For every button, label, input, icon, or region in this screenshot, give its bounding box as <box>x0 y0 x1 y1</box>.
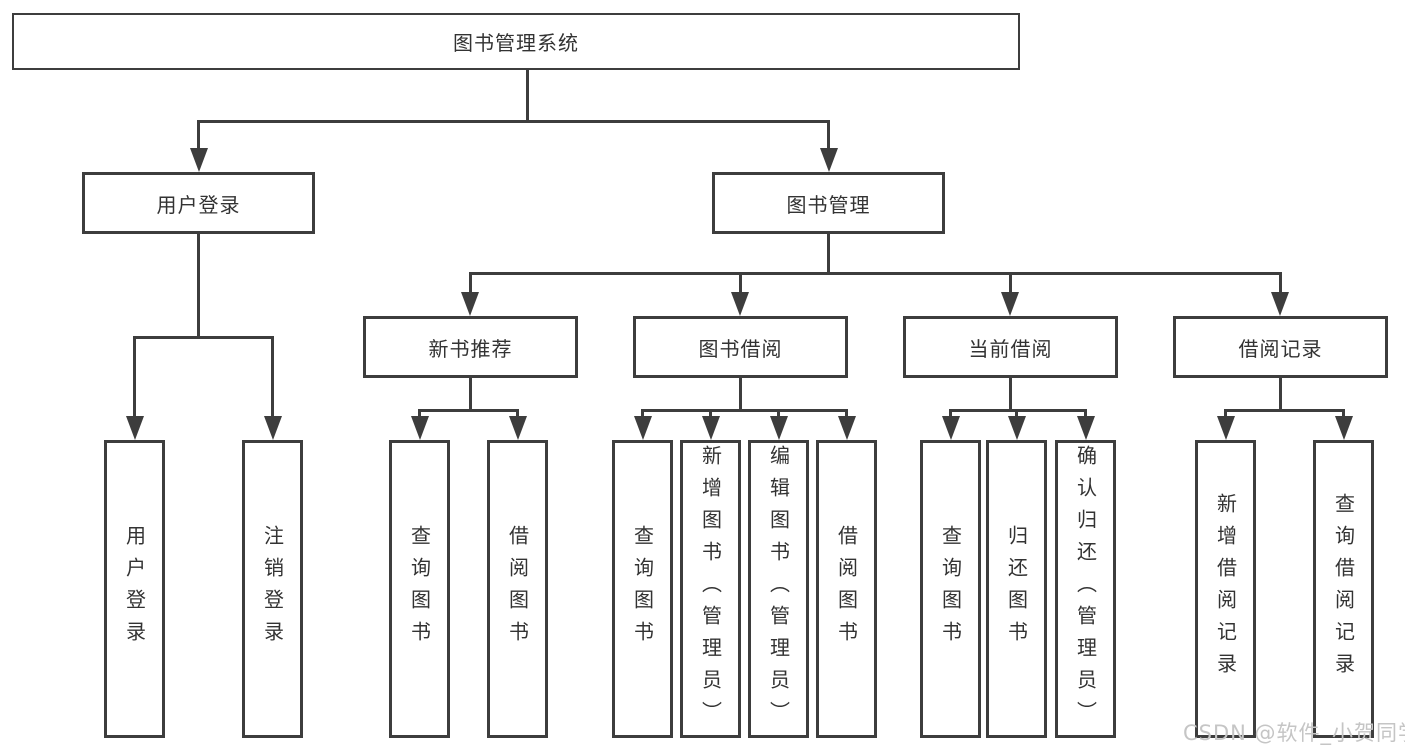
arrow-down-icon <box>702 416 720 440</box>
arrow-down-icon <box>838 416 856 440</box>
leaf-user-login: 用户登录 <box>104 440 165 738</box>
connector-stem-borrow <box>739 272 742 292</box>
arrow-down-icon <box>1008 416 1026 440</box>
connector-record-drop <box>1279 378 1282 409</box>
connector-stem-book-management <box>827 120 830 150</box>
arrow-down-icon <box>942 416 960 440</box>
arrow-down-icon <box>461 292 479 316</box>
leaf-return-book: 归还图书 <box>986 440 1047 738</box>
arrow-down-icon <box>509 416 527 440</box>
connector-leaf-stem <box>777 409 780 418</box>
connector-leaf-stem <box>1084 409 1087 418</box>
leaf-query-borrow-record: 查询借阅记录 <box>1313 440 1374 738</box>
leaf-user-login-label: 用户登录 <box>122 525 147 653</box>
connector-recommend-drop <box>469 378 472 409</box>
connector-stem-leaf-logout <box>271 336 274 416</box>
connector-leaf-stem <box>709 409 712 418</box>
leaf-confirm-return-admin-label: 确认归还（管理员） <box>1073 445 1098 733</box>
connector-stem-record <box>1279 272 1282 292</box>
connector-leaf-stem <box>949 409 952 418</box>
arrow-down-icon <box>1001 292 1019 316</box>
arrow-down-icon <box>770 416 788 440</box>
leaf-add-book-admin: 新增图书（管理员） <box>680 440 741 738</box>
node-book-management: 图书管理 <box>712 172 945 234</box>
leaf-recommend-borrow-book: 借阅图书 <box>487 440 548 738</box>
connector-leaf-stem <box>845 409 848 418</box>
connector-level2-bar <box>197 120 830 123</box>
arrow-down-icon <box>1335 416 1353 440</box>
connector-stem-current <box>1009 272 1012 292</box>
connector-record-bar <box>1224 409 1345 412</box>
leaf-logout-label: 注销登录 <box>260 525 285 653</box>
connector-leaf-stem <box>641 409 644 418</box>
arrow-down-icon <box>411 416 429 440</box>
connector-stem-recommend <box>469 272 472 292</box>
connector-leaf-stem <box>1342 409 1345 418</box>
node-root-label: 图书管理系统 <box>453 31 579 55</box>
connector-current-drop <box>1009 378 1012 409</box>
connector-stem-leaf-user-login <box>133 336 136 416</box>
connector-leaf-stem <box>1224 409 1227 418</box>
connector-borrow-drop <box>739 378 742 409</box>
leaf-add-borrow-record: 新增借阅记录 <box>1195 440 1256 738</box>
connector-level3-bar <box>469 272 1282 275</box>
connector-book-management-drop <box>827 234 830 272</box>
arrow-down-icon <box>634 416 652 440</box>
leaf-add-borrow-record-label: 新增借阅记录 <box>1213 493 1238 685</box>
arrow-down-icon <box>731 292 749 316</box>
node-new-book-recommend: 新书推荐 <box>363 316 578 378</box>
connector-recommend-bar <box>418 409 519 412</box>
leaf-confirm-return-admin: 确认归还（管理员） <box>1055 440 1116 738</box>
leaf-borrow-query-book-label: 查询图书 <box>630 525 655 653</box>
connector-leaf-stem <box>516 409 519 418</box>
node-borrow-record-label: 借阅记录 <box>1238 336 1323 361</box>
leaf-query-borrow-record-label: 查询借阅记录 <box>1331 493 1356 685</box>
leaf-logout: 注销登录 <box>242 440 303 738</box>
leaf-current-query-book: 查询图书 <box>920 440 981 738</box>
connector-leaf-stem <box>418 409 421 418</box>
arrow-down-icon <box>264 416 282 440</box>
arrow-down-icon <box>190 148 208 172</box>
leaf-borrow-book-label: 借阅图书 <box>834 525 859 653</box>
leaf-recommend-query-book-label: 查询图书 <box>407 525 432 653</box>
leaf-return-book-label: 归还图书 <box>1004 525 1029 653</box>
connector-current-bar <box>949 409 1087 412</box>
connector-borrow-bar <box>641 409 848 412</box>
node-book-management-label: 图书管理 <box>786 192 871 217</box>
node-new-book-recommend-label: 新书推荐 <box>428 336 513 361</box>
csdn-watermark: CSDN @软件_小贺同学 <box>1183 721 1405 745</box>
arrow-down-icon <box>1217 416 1235 440</box>
connector-leaf-stem <box>1015 409 1018 418</box>
node-borrow-record: 借阅记录 <box>1173 316 1388 378</box>
node-user-login: 用户登录 <box>82 172 315 234</box>
arrow-down-icon <box>820 148 838 172</box>
leaf-borrow-book: 借阅图书 <box>816 440 877 738</box>
node-book-borrow: 图书借阅 <box>633 316 848 378</box>
node-current-borrow: 当前借阅 <box>903 316 1118 378</box>
arrow-down-icon <box>1077 416 1095 440</box>
connector-user-login-bar <box>133 336 274 339</box>
leaf-borrow-query-book: 查询图书 <box>612 440 673 738</box>
connector-user-login-drop <box>197 234 200 336</box>
leaf-add-book-admin-label: 新增图书（管理员） <box>698 445 723 733</box>
leaf-recommend-borrow-book-label: 借阅图书 <box>505 525 530 653</box>
node-current-borrow-label: 当前借阅 <box>968 336 1053 361</box>
node-root: 图书管理系统 <box>12 13 1020 70</box>
leaf-current-query-book-label: 查询图书 <box>938 525 963 653</box>
leaf-recommend-query-book: 查询图书 <box>389 440 450 738</box>
arrow-down-icon <box>1271 292 1289 316</box>
leaf-edit-book-admin: 编辑图书（管理员） <box>748 440 809 738</box>
node-book-borrow-label: 图书借阅 <box>698 336 783 361</box>
leaf-edit-book-admin-label: 编辑图书（管理员） <box>766 445 791 733</box>
connector-root-drop <box>526 70 529 120</box>
connector-stem-user-login <box>197 120 200 150</box>
arrow-down-icon <box>126 416 144 440</box>
node-user-login-label: 用户登录 <box>156 192 241 217</box>
